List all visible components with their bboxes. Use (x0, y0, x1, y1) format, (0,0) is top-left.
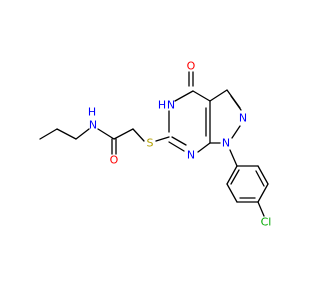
bond-c3-n2-double (230, 95, 242, 111)
bond-n-propyl-1 (75, 128, 90, 140)
bond-co-n (97, 128, 115, 140)
molecule-structure: O H N N N N S O H N Cl (39, 60, 272, 229)
molecule-canvas: O H N N N N S O H N Cl (39, 60, 272, 229)
atom-h-ring: H (158, 99, 166, 112)
atom-n5: N (167, 99, 175, 112)
bond-n2-n1 (231, 125, 241, 139)
bond-ar-3-4 (257, 183, 269, 203)
atom-n-amide: N (89, 119, 97, 132)
bond-c4-c3a (192, 90, 211, 102)
bond-ar-5-6 (226, 183, 238, 203)
bond-c6-n7 (168, 141, 185, 152)
bond-ar-2-3-double (255, 170, 265, 187)
bond-s-ch2 (132, 128, 145, 142)
bond-c6-n7-double (171, 136, 187, 146)
bond-propyl-2-3 (39, 128, 58, 140)
bond-ar-6-1-double (230, 169, 240, 185)
bond-ch2-co (113, 128, 134, 140)
bond-ar-6-1 (226, 165, 238, 185)
atom-o-carbonyl: O (187, 60, 196, 73)
bond-c3a-c3 (209, 89, 228, 102)
atom-n1-pyrazole: N (222, 137, 230, 150)
atom-s: S (147, 137, 154, 150)
bond-ar-2-3 (257, 165, 269, 185)
bond-c4-n5 (174, 90, 194, 102)
atom-cl: Cl (261, 216, 272, 229)
atom-h-amide: H (88, 106, 96, 119)
bond-propyl-1-2 (56, 128, 77, 140)
atom-n7: N (187, 149, 195, 162)
bond-c6-s (155, 136, 170, 142)
atom-n2-pyrazole: N (239, 112, 247, 125)
bond-n1-cipso (229, 149, 238, 167)
bond-n7-c7a (197, 142, 211, 153)
bond-ar-cl (257, 201, 265, 217)
atom-o-amide: O (110, 154, 119, 167)
